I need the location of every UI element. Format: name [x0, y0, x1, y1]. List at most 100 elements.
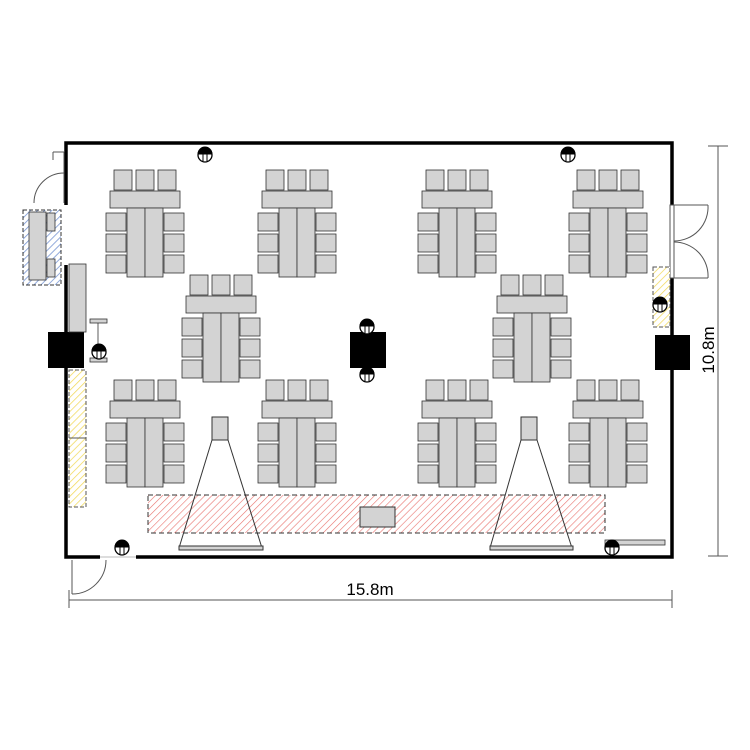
pillar-left: [48, 332, 84, 368]
chair: [598, 379, 618, 401]
table-group: [568, 169, 648, 278]
chair: [598, 169, 618, 191]
chair: [417, 443, 439, 463]
head-table: [109, 400, 181, 419]
head-table: [185, 295, 257, 314]
chair: [469, 169, 489, 191]
chair: [475, 212, 497, 232]
chair: [626, 422, 648, 442]
chair: [239, 338, 261, 358]
chair: [568, 233, 590, 253]
head-table: [261, 190, 333, 209]
chair: [417, 233, 439, 253]
chair: [189, 274, 209, 296]
chair: [135, 169, 155, 191]
chair: [257, 443, 279, 463]
chair: [105, 422, 127, 442]
chair: [568, 254, 590, 274]
chair: [257, 233, 279, 253]
chair: [233, 274, 253, 296]
chair: [309, 379, 329, 401]
head-table: [421, 400, 493, 419]
outlet-icon: [604, 539, 620, 554]
head-table: [572, 190, 644, 209]
chair: [265, 169, 285, 191]
chair: [105, 212, 127, 232]
chair: [475, 443, 497, 463]
outlet-icon: [560, 146, 576, 161]
width-label: 15.8m: [346, 580, 393, 599]
long-table: [607, 417, 627, 488]
long-table: [144, 207, 164, 278]
long-table: [126, 207, 146, 278]
table-group: [257, 379, 337, 488]
chair: [257, 464, 279, 484]
head-table: [496, 295, 568, 314]
chair: [315, 443, 337, 463]
chair: [492, 338, 514, 358]
chair: [550, 338, 572, 358]
chair: [568, 212, 590, 232]
chair: [475, 254, 497, 274]
chair: [626, 464, 648, 484]
chair: [105, 464, 127, 484]
pillar-right: [655, 335, 690, 370]
outlet-icon: [114, 539, 130, 554]
chair: [181, 338, 203, 358]
chair: [500, 274, 520, 296]
chair: [163, 422, 185, 442]
chair: [265, 379, 285, 401]
table-group: [105, 169, 185, 278]
chair: [417, 212, 439, 232]
chair: [211, 274, 231, 296]
long-table: [589, 207, 609, 278]
chair: [492, 317, 514, 337]
chair: [315, 422, 337, 442]
head-table: [421, 190, 493, 209]
reception-counter: [28, 211, 47, 281]
long-table: [438, 417, 458, 488]
head-table: [109, 190, 181, 209]
chair: [620, 169, 640, 191]
counter-chair: [46, 212, 56, 232]
chair: [620, 379, 640, 401]
chair: [626, 233, 648, 253]
dimension-height: [708, 145, 728, 557]
long-table: [456, 207, 476, 278]
table-group: [417, 379, 497, 488]
chair: [315, 464, 337, 484]
chair: [576, 169, 596, 191]
chair: [181, 359, 203, 379]
chair: [113, 169, 133, 191]
chair: [257, 422, 279, 442]
chair: [447, 379, 467, 401]
outlet-icon: [91, 343, 107, 358]
outlet-icon: [359, 366, 375, 381]
low-shelf: [604, 539, 666, 546]
chair: [626, 212, 648, 232]
side-cabinet: [68, 263, 87, 333]
door-bottom-left[interactable]: [71, 556, 136, 595]
chair: [417, 422, 439, 442]
chair: [522, 274, 542, 296]
long-table: [438, 207, 458, 278]
chair: [239, 359, 261, 379]
chair: [550, 359, 572, 379]
long-table: [456, 417, 476, 488]
chair: [239, 317, 261, 337]
chair: [163, 233, 185, 253]
chair: [163, 212, 185, 232]
outlet-icon: [359, 318, 375, 333]
long-table: [202, 312, 222, 383]
door-top-left[interactable]: [33, 151, 65, 204]
table-group: [105, 379, 185, 488]
door-right-double[interactable]: [669, 204, 709, 279]
chair: [135, 379, 155, 401]
long-table: [126, 417, 146, 488]
chair: [181, 317, 203, 337]
chair: [315, 233, 337, 253]
chair: [417, 464, 439, 484]
outlet-icon: [197, 146, 213, 161]
chair: [287, 169, 307, 191]
